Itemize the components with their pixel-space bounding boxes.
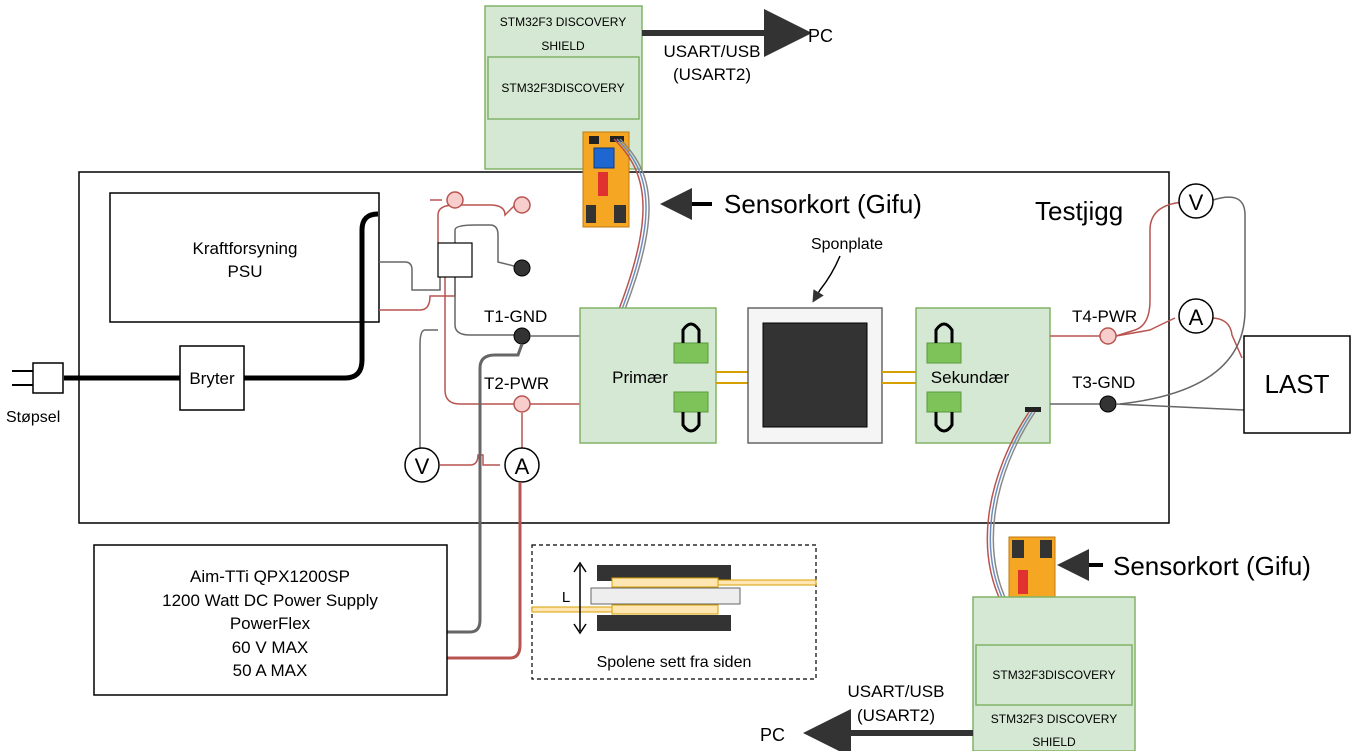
dc-supply-line-2: 1200 Watt DC Power Supply	[162, 591, 378, 610]
switch-module	[437, 242, 473, 278]
psu-box	[109, 192, 380, 323]
psu-node-red-1	[446, 191, 464, 209]
psu-node-dark	[513, 259, 531, 277]
side-view-dimension: L	[562, 589, 570, 606]
dc-cable-red	[447, 482, 522, 660]
top-discovery-box	[487, 56, 640, 120]
primary-box	[579, 307, 717, 444]
side-view-caption: Spolene sett fra siden	[597, 654, 752, 671]
left-ammeter	[504, 447, 540, 483]
bottom-shield-label-2: SHIELD	[1032, 735, 1076, 749]
top-sensor-board	[582, 131, 630, 228]
t4-node	[1099, 327, 1117, 345]
top-discovery-label: STM32F3DISCOVERY	[501, 81, 624, 95]
last-label: LAST	[1264, 369, 1329, 399]
bryter-box	[179, 345, 245, 411]
secondary-box	[915, 307, 1051, 444]
t3-node	[1099, 395, 1117, 413]
dc-supply-box	[93, 544, 448, 696]
sponplate-arrow	[812, 255, 841, 303]
sponplate-inner	[762, 322, 868, 428]
t1-label: T1-GND	[484, 307, 547, 326]
testjig-label: Testjigg	[1035, 196, 1123, 226]
mains-cable	[64, 211, 379, 381]
right-voltmeter	[1178, 183, 1214, 219]
t2-node	[513, 395, 531, 413]
dc-supply-line-5: 50 A MAX	[233, 661, 308, 680]
psu-label-2: PSU	[228, 262, 263, 281]
left-voltmeter-label: V	[415, 454, 430, 479]
bryter-label: Bryter	[189, 369, 235, 388]
dc-supply-line-1: Aim-TTi QPX1200SP	[190, 567, 350, 586]
right-meter-wiring	[1115, 196, 1246, 411]
dc-cable-gray	[447, 343, 524, 634]
primary-label: Primær	[612, 368, 668, 387]
psu-node-red-2	[513, 196, 531, 214]
left-ammeter-label: A	[515, 454, 530, 479]
plug-icon	[12, 362, 64, 394]
bottom-shield-label-1: STM32F3 DISCOVERY	[991, 712, 1117, 726]
left-meter-wiring	[419, 329, 523, 466]
right-ammeter	[1178, 298, 1214, 334]
side-view-drawing	[531, 561, 817, 635]
secondary-coil-pads	[926, 322, 962, 433]
secondary-coupling	[882, 371, 916, 384]
t4-label: T4-PWR	[1072, 307, 1137, 326]
psu-wiring	[379, 199, 523, 405]
dc-supply-line-3: PowerFlex	[230, 614, 311, 633]
bottom-discovery-label: STM32F3DISCOVERY	[992, 668, 1115, 682]
top-shield-label-1: STM32F3 DISCOVERY	[500, 15, 626, 29]
secondary-label: Sekundær	[931, 368, 1010, 387]
bottom-usb-label-2: (USART2)	[857, 706, 935, 725]
sponplate-label: Sponplate	[811, 236, 883, 253]
t3-label: T3-GND	[1072, 373, 1135, 392]
primary-coupling	[716, 371, 748, 384]
left-voltmeter	[404, 447, 440, 483]
primary-coil-pads	[673, 322, 709, 433]
stopsel-label: Støpsel	[6, 409, 60, 426]
top-usb-label-1: USART/USB	[664, 42, 761, 61]
psu-label-1: Kraftforsyning	[193, 239, 298, 258]
top-usb-label-2: (USART2)	[673, 65, 751, 84]
bottom-discovery-box	[975, 644, 1133, 706]
bottom-mcu: STM32F3DISCOVERY STM32F3 DISCOVERY SHIEL…	[972, 596, 1136, 751]
t1-node	[513, 327, 531, 345]
last-box	[1243, 335, 1351, 434]
right-ammeter-label: A	[1189, 305, 1204, 330]
right-voltmeter-label: V	[1189, 190, 1204, 215]
top-shield-label-2: SHIELD	[541, 39, 585, 53]
sensor-bottom-label: Sensorkort (Gifu)	[1113, 551, 1311, 581]
secondary-connector	[1025, 407, 1041, 412]
top-pc-label: PC	[808, 26, 833, 46]
bottom-pc-label: PC	[760, 725, 785, 745]
t2-label: T2-PWR	[484, 374, 549, 393]
side-view-frame	[531, 544, 817, 680]
bottom-usb-label-1: USART/USB	[848, 682, 945, 701]
dc-supply-line-4: 60 V MAX	[232, 638, 309, 657]
sensor-top-label: Sensorkort (Gifu)	[724, 189, 922, 219]
